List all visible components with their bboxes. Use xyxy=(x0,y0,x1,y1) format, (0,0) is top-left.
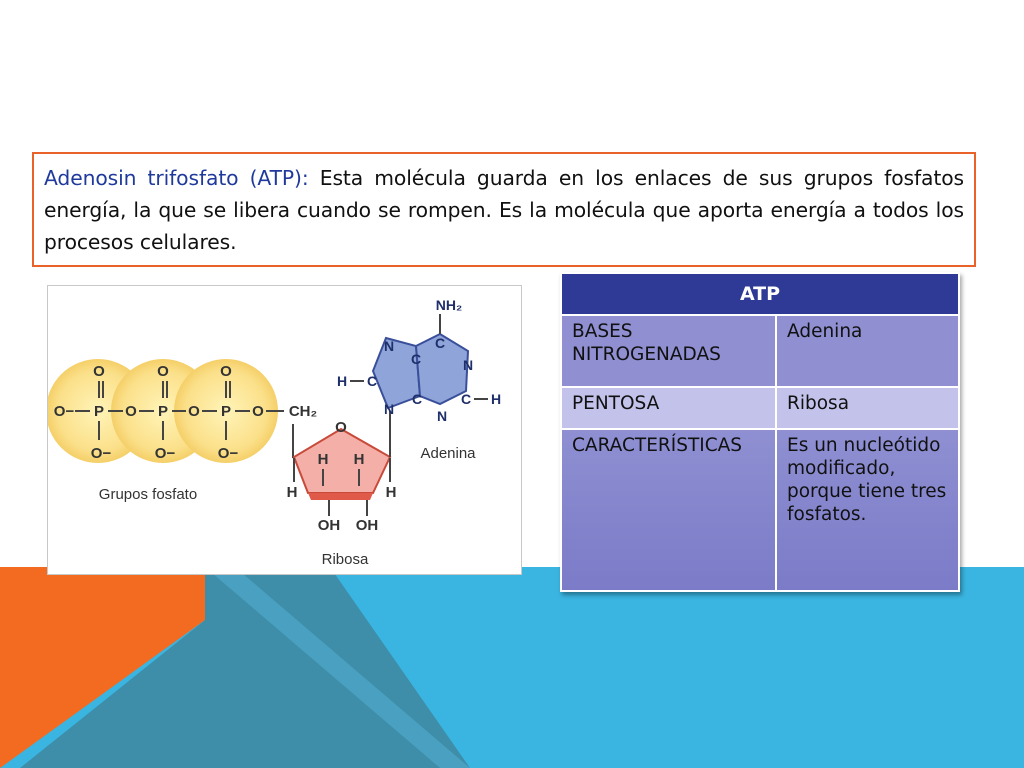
atom-h: H xyxy=(354,451,365,468)
atom-o-minus: O− xyxy=(91,445,112,462)
row-label: PENTOSA xyxy=(560,386,777,430)
ribose-ring xyxy=(292,427,392,500)
atom-n: N xyxy=(437,408,447,424)
atom-o-minus: O− xyxy=(155,445,176,462)
adenine-label: Adenina xyxy=(420,445,476,462)
atom-oh: OH xyxy=(318,517,341,534)
atom-ch2: CH₂ xyxy=(289,403,317,420)
row-value: Adenina xyxy=(775,314,960,388)
atom-h: H xyxy=(386,484,397,501)
atom-p: P xyxy=(94,403,104,420)
atom-c: C xyxy=(411,351,421,367)
atom-o: O xyxy=(220,363,232,380)
atom-c: C xyxy=(367,373,377,389)
atom-n: N xyxy=(384,338,394,354)
definition-term: Adenosin trifosfato (ATP): xyxy=(44,166,309,190)
atom-o: O xyxy=(157,363,169,380)
definition-text: Esta molécula guarda en los enlaces de s… xyxy=(44,166,964,254)
row-value: Es un nucleótido modificado, porque tien… xyxy=(775,428,960,592)
atom-o: O xyxy=(252,403,264,420)
atom-n: N xyxy=(463,357,473,373)
atom-o: O xyxy=(125,403,137,420)
table-row: PENTOSA Ribosa xyxy=(560,386,960,430)
table-row: CARACTERÍSTICAS Es un nucleótido modific… xyxy=(560,428,960,592)
definition-box: Adenosin trifosfato (ATP): Esta molécula… xyxy=(32,152,976,267)
atom-p: P xyxy=(158,403,168,420)
atom-nh2: NH₂ xyxy=(436,297,462,313)
phosphate-label: Grupos fosfato xyxy=(99,486,197,503)
table-row: BASES NITROGENADAS Adenina xyxy=(560,314,960,388)
row-label: BASES NITROGENADAS xyxy=(560,314,777,388)
atom-h: H xyxy=(287,484,298,501)
row-label: CARACTERÍSTICAS xyxy=(560,428,777,592)
atom-o: O xyxy=(188,403,200,420)
atom-c: C xyxy=(435,335,445,351)
atp-table: ATP BASES NITROGENADAS Adenina PENTOSA R… xyxy=(560,272,960,592)
atom-h: H xyxy=(337,373,347,389)
row-value: Ribosa xyxy=(775,386,960,430)
atom-o: O xyxy=(335,419,347,436)
atom-o: O xyxy=(93,363,105,380)
atom-n: N xyxy=(384,401,394,417)
atom-p: P xyxy=(221,403,231,420)
adenine-rings xyxy=(371,332,470,410)
atp-molecule-diagram: O P O− O− O O P O− O O P O− O CH₂ xyxy=(47,285,522,575)
atom-c: C xyxy=(412,391,422,407)
table-header: ATP xyxy=(560,272,960,316)
atom-o-minus: O− xyxy=(54,403,75,420)
atom-h: H xyxy=(318,451,329,468)
ribose-label: Ribosa xyxy=(322,551,369,568)
phosphate-groups xyxy=(48,359,278,463)
atom-o-minus: O− xyxy=(218,445,239,462)
atom-h: H xyxy=(491,391,501,407)
atom-c: C xyxy=(461,391,471,407)
atom-oh: OH xyxy=(356,517,379,534)
